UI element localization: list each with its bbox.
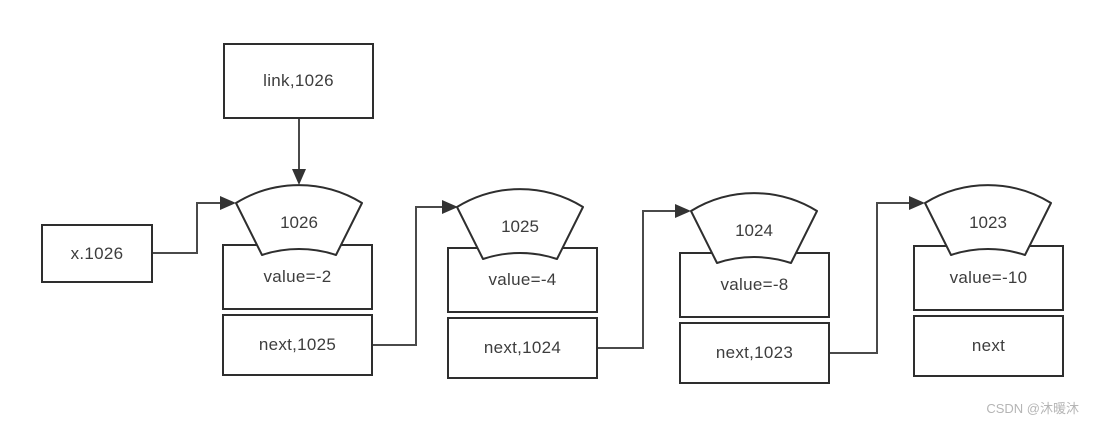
csdn-watermark: CSDN @沐暖沐	[986, 401, 1079, 416]
node-1-next-box: next,1025	[222, 314, 373, 376]
arrow-node-3-to-node-4	[830, 196, 925, 354]
node-2-address-label: 1025	[501, 217, 539, 236]
variable-box: x.1026	[41, 224, 153, 283]
node-4-value-box: value=-10	[913, 245, 1064, 311]
arrow-link-to-node-1	[292, 119, 306, 185]
head-pointer-box: link,1026	[223, 43, 374, 119]
arrow-node-2-to-node-3	[598, 204, 691, 349]
node-2-next-box: next,1024	[447, 317, 598, 379]
node-3-address-label: 1024	[735, 221, 773, 240]
node-4-address-label: 1023	[969, 213, 1007, 232]
node-2-value-box: value=-4	[447, 247, 598, 313]
node-4-next-box: next	[913, 315, 1064, 377]
node-3-value-box: value=-8	[679, 252, 830, 318]
arrow-node-1-to-node-2	[373, 200, 458, 346]
node-1-value-box: value=-2	[222, 244, 373, 310]
node-3-next-box: next,1023	[679, 322, 830, 384]
node-1-address-label: 1026	[280, 213, 318, 232]
